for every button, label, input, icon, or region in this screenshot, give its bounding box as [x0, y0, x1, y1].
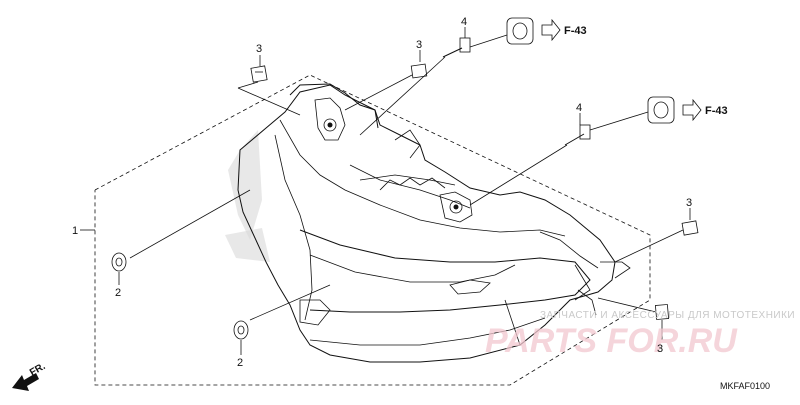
reference-label-mid: F-43 [705, 105, 728, 117]
assembly-boundary [94, 74, 651, 386]
callout-3-right-mid: 3 [686, 197, 692, 209]
watermark: ЗАПЧАСТИ И АКСЕССУАРЫ ДЛЯ МОТОТЕХНИКИ PA… [485, 310, 795, 360]
callout-4-mid: 4 [576, 102, 582, 114]
callout-2-left: 2 [115, 287, 121, 299]
front-direction-label: FR. [28, 361, 48, 379]
callout-3-top-left: 3 [256, 43, 262, 55]
watermark-logo-text: PARTS FOR.RU [485, 322, 738, 360]
bolt-top [442, 37, 471, 58]
bolt-mid [564, 124, 591, 146]
diagram-code: MKFAF0100 [720, 381, 770, 391]
rivet-left [111, 252, 127, 272]
watermark-small-text: ЗАПЧАСТИ И АКСЕССУАРЫ ДЛЯ МОТОТЕХНИКИ [540, 310, 795, 321]
grommet-top [506, 17, 534, 45]
headlight-assembly [225, 83, 631, 363]
callout-3-top-mid: 3 [416, 39, 422, 51]
reference-arrow-top [541, 18, 561, 42]
clip-nut-top-mid [410, 63, 428, 79]
clip-nut-right-bottom [654, 304, 670, 320]
callout-1: 1 [72, 225, 78, 237]
reference-label-top: F-43 [564, 25, 587, 37]
reference-arrow-mid [682, 98, 702, 122]
grommet-mid [647, 96, 675, 124]
callout-2-bottom: 2 [237, 357, 243, 369]
callout-3-right-bottom: 3 [657, 343, 663, 355]
clip-nut-right-mid [681, 220, 699, 236]
leader-lines [80, 27, 691, 355]
clip-nut-top-left [250, 65, 268, 83]
callout-4-top: 4 [461, 16, 467, 28]
front-direction-arrow-icon [12, 373, 39, 391]
rivet-bottom [233, 320, 249, 340]
